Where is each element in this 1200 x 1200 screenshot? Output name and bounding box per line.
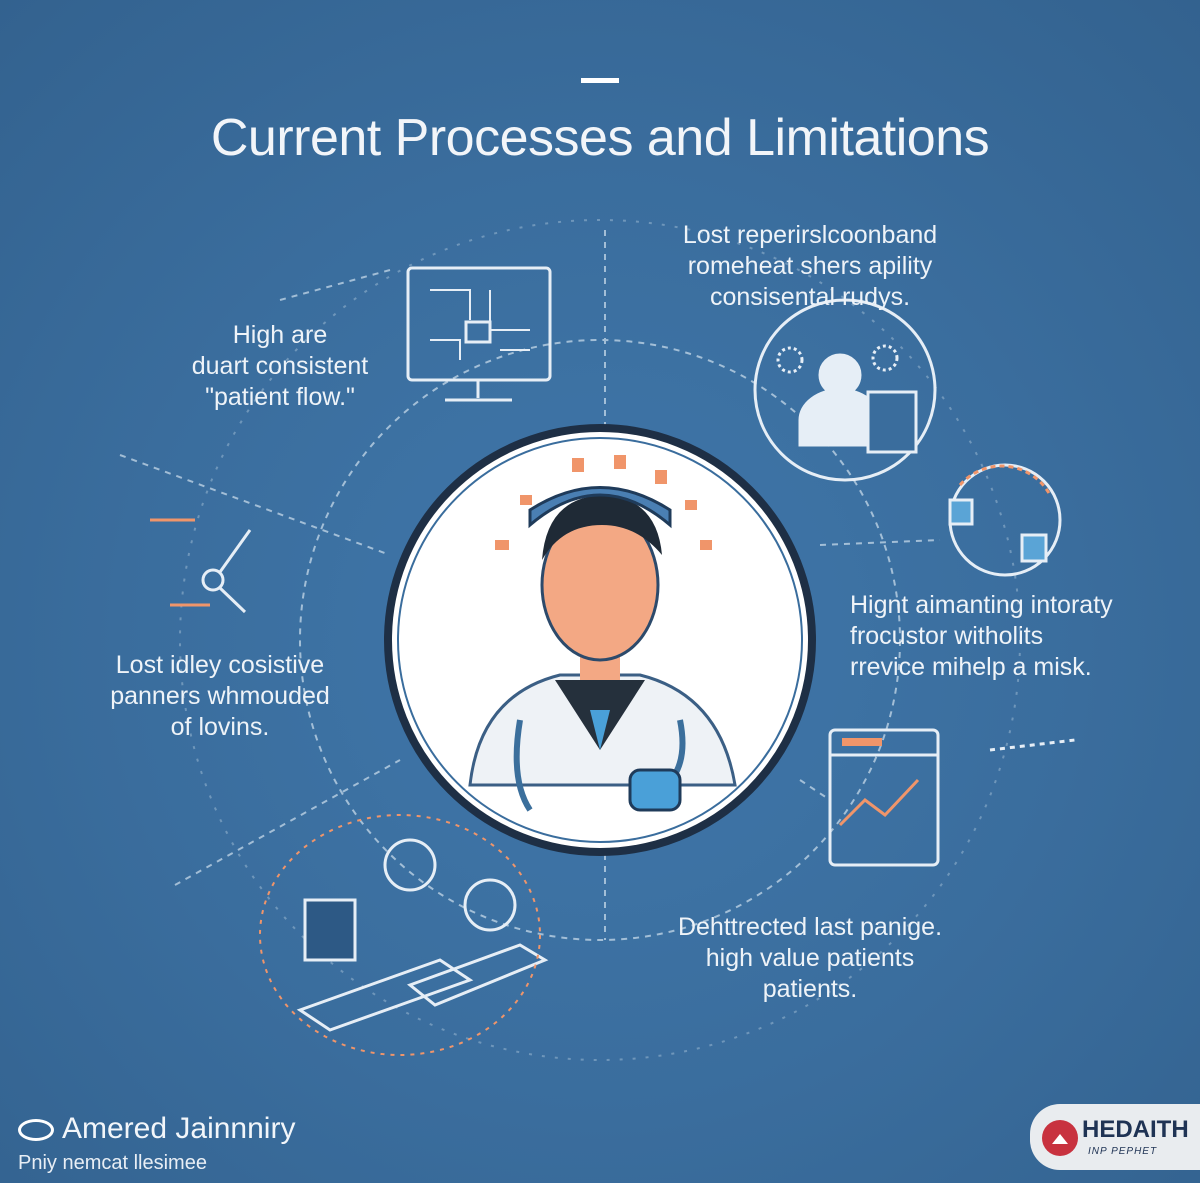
brand-logo-icon (18, 1119, 54, 1142)
callout-line: of lovins. (170, 713, 270, 741)
badge-name: HEDAITH (1082, 1116, 1189, 1143)
badge-subtitle: INP PEPHET (1088, 1146, 1158, 1157)
callout-line: patients. (762, 975, 858, 1003)
chart-panel-icon (828, 728, 1076, 867)
user-computer-icon (753, 298, 937, 482)
refresh-cycle-icon (948, 463, 1062, 577)
callout-mid-left: Lost idley cosistive panners whmouded of… (60, 650, 380, 743)
callout-top-left: High are duart consistent "patient flow.… (170, 320, 390, 413)
callout-top-right: Lost reperirslcoonband romeheat shers ap… (640, 220, 980, 313)
callout-line: consisental rudys. (709, 283, 911, 311)
callout-line: Dehttrected last panige. (677, 913, 943, 941)
callout-line: romeheat shers apility (687, 252, 933, 280)
callout-line: duart consistent (191, 352, 369, 380)
callout-line: Lost reperirslcoonband (682, 221, 938, 249)
footer-brand: Amered Jainnniry (18, 1112, 295, 1146)
orbit-ring (299, 339, 901, 941)
callout-line: high value patients (705, 944, 915, 972)
monitor-icon (406, 266, 552, 402)
badge-logo-icon (1042, 1120, 1078, 1156)
footer-tagline: Pniy nemcat llesimee (18, 1152, 207, 1174)
callout-bottom-right: Dehttrected last panige. high value pati… (640, 912, 980, 1005)
callout-line: panners whmouded (110, 682, 330, 710)
devices-icon (259, 814, 549, 1056)
callout-line: "patient flow." (205, 383, 355, 411)
callout-line: frocustor witholits (850, 622, 1044, 650)
callout-line: Lost idley cosistive (115, 651, 325, 679)
callout-line: High are (232, 321, 328, 349)
partner-badge: HEDAITH INP PEPHET (1030, 1104, 1200, 1170)
callout-mid-right: Hignt aimanting intoraty frocustor witho… (850, 590, 1170, 683)
title-dash (581, 78, 619, 83)
arrows-icon (150, 518, 252, 614)
page-title: Current Processes and Limitations (210, 109, 990, 167)
brand-name: Amered Jainnniry (62, 1112, 296, 1145)
callout-line: Hignt aimanting intoraty (850, 591, 1113, 619)
callout-line: rrevice mihelp a misk. (850, 653, 1092, 681)
doctor-avatar (384, 424, 816, 856)
